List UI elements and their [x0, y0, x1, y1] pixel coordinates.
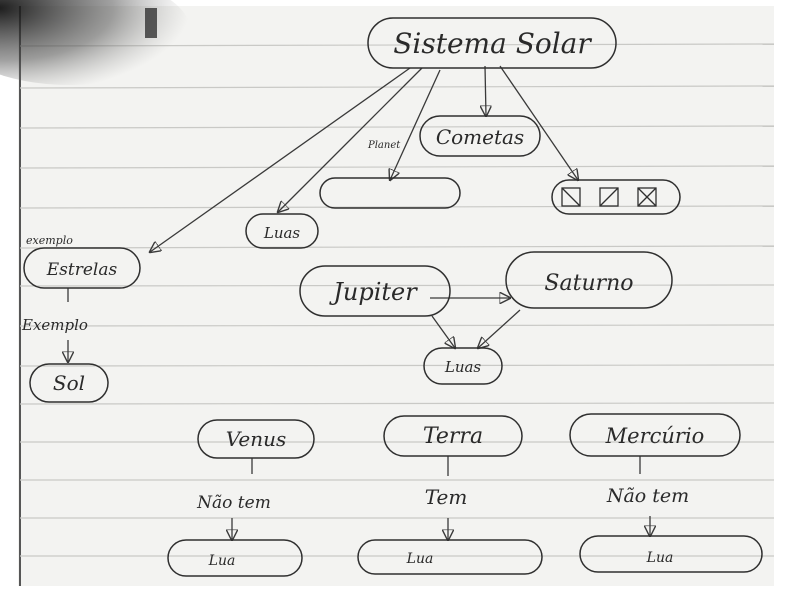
paper-sheet — [18, 6, 774, 586]
node-estrelas — [23, 247, 141, 289]
connectors — [68, 65, 650, 540]
label-venus-link: Não tem — [196, 493, 271, 513]
edge-sistema-empty — [390, 69, 441, 180]
label-terra: Terra — [423, 424, 483, 449]
edge-sistema-luas — [278, 67, 423, 212]
label-cometas: Cometas — [436, 125, 524, 149]
node-venus-lua — [167, 539, 303, 577]
label-mercurio-link: Não tem — [606, 485, 689, 507]
label-planets-link: Planet — [367, 140, 401, 151]
node-mercurio — [569, 413, 741, 457]
label-luas-left: Luas — [263, 224, 301, 242]
label-mercurio: Mercúrio — [605, 424, 705, 448]
node-saturno — [505, 251, 673, 309]
edge-sistema-cometas — [485, 65, 486, 116]
node-sol — [29, 363, 109, 403]
label-estrelas: Estrelas — [46, 260, 118, 280]
node-luas-center — [423, 347, 503, 385]
node-terra — [383, 415, 523, 457]
label-luas-center: Luas — [444, 358, 482, 376]
node-venus — [197, 419, 315, 459]
node-empty-box — [319, 177, 461, 209]
ruled-lines — [19, 43, 775, 557]
node-jupiter — [299, 265, 451, 317]
label-saturno: Saturno — [544, 271, 633, 296]
label-terra-lua: Lua — [406, 551, 434, 567]
label-stars-link: exemplo — [26, 234, 73, 247]
label-stars-example: Exemplo — [21, 316, 88, 334]
label-jupiter: Jupiter — [328, 278, 418, 306]
shadow-smudge — [0, 0, 190, 85]
label-venus-lua: Lua — [208, 553, 236, 569]
label-sistema-solar: Sistema Solar — [393, 27, 592, 60]
node-shapes — [23, 17, 763, 577]
edge-sistema-estrelas — [150, 67, 411, 252]
node-cometas — [419, 115, 541, 157]
node-small-shapes — [551, 179, 681, 215]
edge-saturno-luas — [478, 309, 521, 348]
square-doodles — [561, 187, 657, 207]
label-terra-link: Tem — [425, 485, 468, 509]
node-sistema-solar — [367, 17, 617, 69]
edge-jupiter-luas — [431, 315, 455, 348]
label-sol: Sol — [53, 371, 85, 395]
binder-mark — [145, 8, 157, 38]
label-venus: Venus — [226, 427, 286, 451]
node-terra-lua — [357, 539, 543, 575]
node-luas-left — [245, 213, 319, 249]
node-mercurio-lua — [579, 535, 763, 573]
edge-sistema-shapes — [499, 65, 578, 180]
label-mercurio-lua: Lua — [646, 550, 674, 566]
